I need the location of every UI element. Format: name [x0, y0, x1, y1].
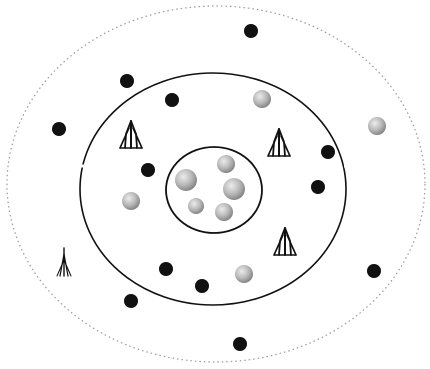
grey-sphere	[215, 203, 233, 221]
black-dot	[165, 93, 179, 107]
grey-sphere	[122, 192, 140, 210]
black-dot	[141, 163, 155, 177]
black-dot	[244, 24, 258, 38]
black-dot	[367, 264, 381, 278]
grey-sphere	[235, 265, 253, 283]
black-dot	[233, 337, 247, 351]
grey-sphere	[217, 155, 235, 173]
black-dot	[159, 262, 173, 276]
grey-sphere	[253, 90, 271, 108]
grey-sphere	[175, 169, 197, 191]
black-dot	[52, 122, 66, 136]
black-dot	[321, 145, 335, 159]
black-dot	[124, 294, 138, 308]
black-dot	[311, 180, 325, 194]
black-dot	[120, 74, 134, 88]
grey-sphere	[223, 178, 245, 200]
black-dot	[195, 279, 209, 293]
grey-sphere	[188, 198, 204, 214]
grey-sphere	[368, 117, 386, 135]
